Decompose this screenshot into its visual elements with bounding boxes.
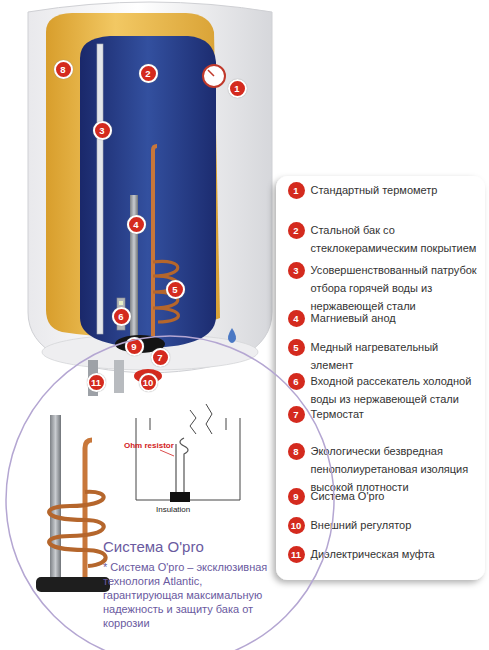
legend-number: 2 [288,222,305,239]
legend-number: 4 [288,310,305,327]
inset-circle: Система O'pro * Система O'pro – эксклюзив… [5,335,335,650]
thermometer-needle [208,70,214,76]
diffuser-hole [119,301,123,305]
copper-element [153,146,157,342]
inset-note: * Система O'pro – эксклюзивная технологи… [103,560,281,630]
legend-text: Входной рассекатель холодной воды из нер… [311,372,483,408]
scheme-label: Insulation [156,505,190,514]
callout-number: 11 [89,375,104,390]
hot-water-tube [97,44,103,334]
scheme-leader [160,450,174,456]
callout-number: 2 [139,64,158,83]
steel-tank [80,36,216,348]
legend-panel [276,176,485,580]
scheme-insulation [170,492,190,502]
callout-number: 5 [166,280,185,299]
legend-number: 7 [288,406,305,423]
inset-base [36,577,110,592]
legend-number: 9 [288,488,305,505]
legend-text: Экологически безвредная пенополиуретанов… [311,442,483,496]
inset-anode [50,415,61,580]
legend-text: Усовершенствованный патрубок отбора горя… [311,261,483,315]
hot-pipe [114,360,124,393]
callout-number: 5 [168,282,183,297]
callout-number: 10 [141,375,156,390]
callout-number: 4 [127,215,146,234]
callout-number: 9 [127,339,142,354]
legend-number: 11 [288,546,305,563]
inset-outline [5,335,335,650]
inset-title: Система O'pro [103,538,303,555]
callout-number: 1 [228,79,247,98]
inset-circle-outline [6,336,334,650]
scheme-label: Ohm resistor [124,441,174,450]
legend-item: 7Термостат [288,406,305,423]
legend-item: 11Диэлектрическая муфта [288,546,305,563]
legend-number: 5 [288,339,305,356]
legend-item: 9Система O'pro [288,488,305,505]
legend-text: Термостат [311,405,483,423]
legend-item: 5Медный нагревательный элемент [288,339,305,356]
callout-number: 10 [139,373,158,392]
legend-item: 10Внешний регулятор [288,517,305,534]
callout-number: 1 [230,81,245,96]
callout-number: 3 [95,123,110,138]
legend-item: 4Магниевый анод [288,310,305,327]
legend-item: 2Стальной бак со стеклокерамическим покр… [288,222,305,239]
legend-text: Стандартный термометр [311,181,483,199]
inset-copper-tube [85,440,92,580]
callout-number: 4 [129,217,144,232]
heater-bottom [42,334,258,370]
legend-text: Магниевый анод [311,309,483,327]
thermometer-dial [203,65,225,87]
legend-text: Внешний регулятор [311,516,483,534]
callout-number: 7 [151,348,170,367]
callout-number: 8 [56,62,71,77]
legend-item: 6Входной рассекатель холодной воды из не… [288,373,305,390]
legend-text: Диэлектрическая муфта [311,545,483,563]
legend-number: 8 [288,443,305,460]
legend-text: Система O'pro [311,487,483,505]
callout-number: 9 [125,337,144,356]
legend-item: 1Стандартный термометр [288,182,305,199]
scheme-outline [136,418,240,500]
scheme-current [190,404,212,434]
callout-number: 2 [141,66,156,81]
heater-body [28,2,272,373]
inset-copper-coil [49,492,106,566]
callout-number: 8 [54,60,73,79]
legend-number: 3 [288,262,305,279]
legend-number: 6 [288,373,305,390]
scheme-element [176,438,188,492]
legend-number: 1 [288,182,305,199]
callout-number: 6 [114,309,129,324]
legend-text: Стальной бак со стеклокерамическим покры… [311,221,483,257]
callout-number: 11 [87,373,106,392]
scheme-pipes [150,418,226,430]
callout-number: 6 [112,307,131,326]
legend-text: Медный нагревательный элемент [311,338,483,374]
legend-item: 8Экологически безвредная пенополиуретано… [288,443,305,460]
legend-item: 3Усовершенствованный патрубок отбора гор… [288,262,305,279]
legend-number: 10 [288,517,305,534]
callout-number: 3 [93,121,112,140]
brand-drop [228,328,236,343]
callout-number: 7 [153,350,168,365]
